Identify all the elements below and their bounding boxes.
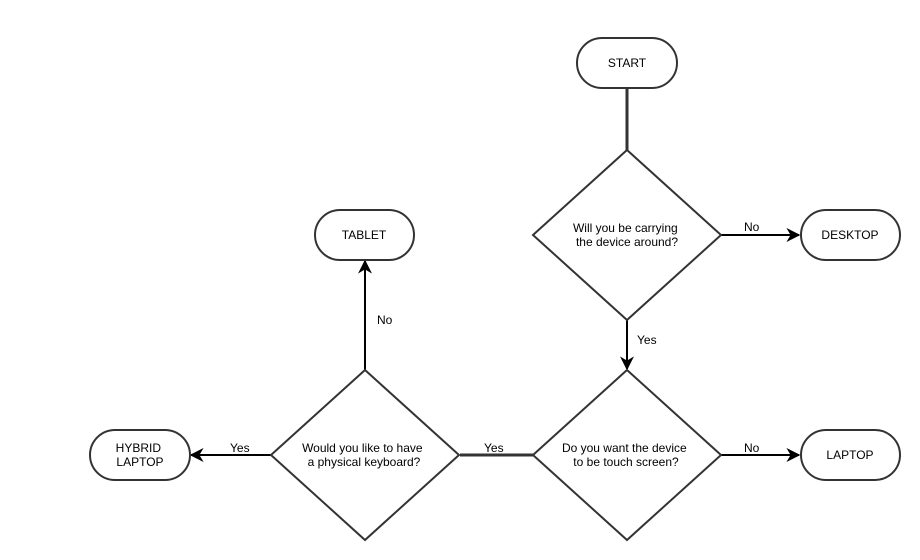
edge-label-carry-yes: Yes — [637, 333, 657, 347]
node-start: START — [576, 37, 678, 89]
node-desktop-label: DESKTOP — [821, 228, 878, 242]
decision-carry-line-1: Will you be carrying — [573, 221, 678, 235]
svg-text:Do you want the device t: Do you want the device to be touch scree… — [562, 441, 690, 469]
svg-text:Would you like to have a: Would you like to have a physical keyboa… — [302, 441, 426, 469]
edge-label-touch-yes: Yes — [484, 441, 504, 455]
node-start-label: START — [608, 56, 647, 70]
node-hybrid-laptop: HYBRID LAPTOP — [89, 429, 191, 481]
node-desktop: DESKTOP — [800, 209, 901, 261]
decision-touch: Do you want the device to be touch scree… — [531, 368, 723, 542]
decision-keyboard-line-2: a physical keyboard? — [308, 455, 421, 469]
decision-keyboard: Would you like to have a physical keyboa… — [269, 368, 461, 542]
decision-carry-line-2: the device around? — [576, 235, 678, 249]
decision-touch-line-1: Do you want the device — [562, 441, 687, 455]
decision-keyboard-line-1: Would you like to have — [302, 441, 423, 455]
edge-label-keyboard-no: No — [377, 313, 393, 327]
decision-touch-line-2: to be touch screen? — [573, 455, 679, 469]
node-tablet: TABLET — [314, 209, 415, 261]
decision-carry: Will you be carrying the device around? — [531, 148, 723, 322]
svg-text:Will you be carrying the: Will you be carrying the device around? — [573, 221, 681, 249]
edge-label-keyboard-yes: Yes — [230, 441, 250, 455]
edge-label-touch-no: No — [744, 441, 760, 455]
node-laptop-label: LAPTOP — [826, 448, 873, 462]
node-hybrid-laptop-line-2: LAPTOP — [116, 455, 163, 469]
node-hybrid-laptop-line-1: HYBRID — [116, 441, 162, 455]
edge-label-carry-no: No — [744, 220, 760, 234]
svg-text:HYBRID LAPTOP: HYBRID LAPTOP — [116, 441, 165, 469]
node-laptop: LAPTOP — [800, 429, 901, 481]
node-tablet-label: TABLET — [342, 228, 387, 242]
